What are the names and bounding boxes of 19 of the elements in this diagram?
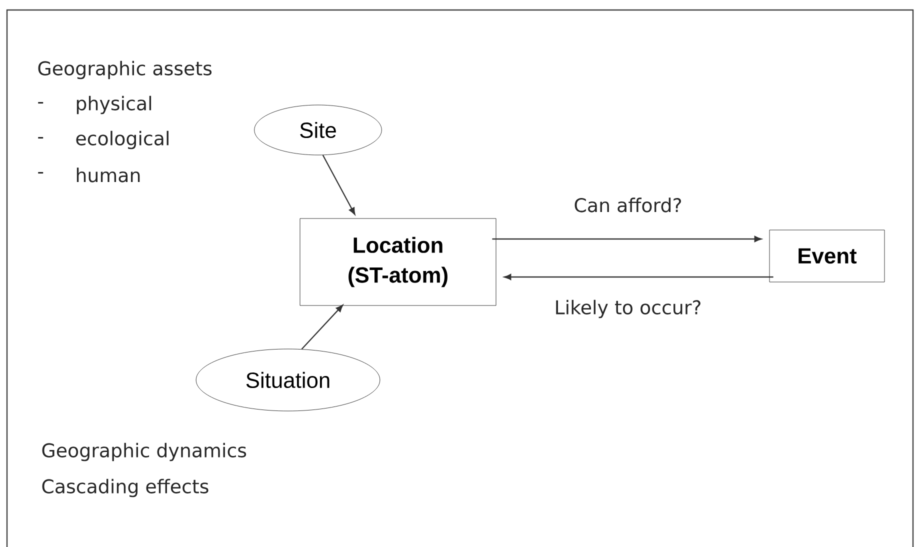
edge-label: Likely to occur? (556, 300, 700, 318)
box-node: Location (ST-atom) (300, 218, 496, 306)
arrow (301, 304, 344, 350)
list-dash: - (38, 102, 44, 104)
list-dash: - (38, 172, 44, 174)
arrow (492, 236, 762, 242)
text-label: Cascading effects (42, 478, 208, 498)
arrow (504, 274, 774, 280)
text-label: physical (76, 96, 152, 114)
arrow (322, 154, 356, 215)
edge-label: Can afford? (574, 198, 681, 212)
text-label: Geographic assets (38, 60, 212, 80)
text-label: Geographic dynamics (42, 442, 246, 462)
oval-node: Situation (196, 348, 380, 412)
text-label: human (76, 168, 140, 182)
text-label: ecological (76, 130, 168, 150)
oval-node: Site (254, 104, 382, 156)
box-node: Event (769, 230, 885, 282)
list-dash: - (38, 137, 44, 139)
